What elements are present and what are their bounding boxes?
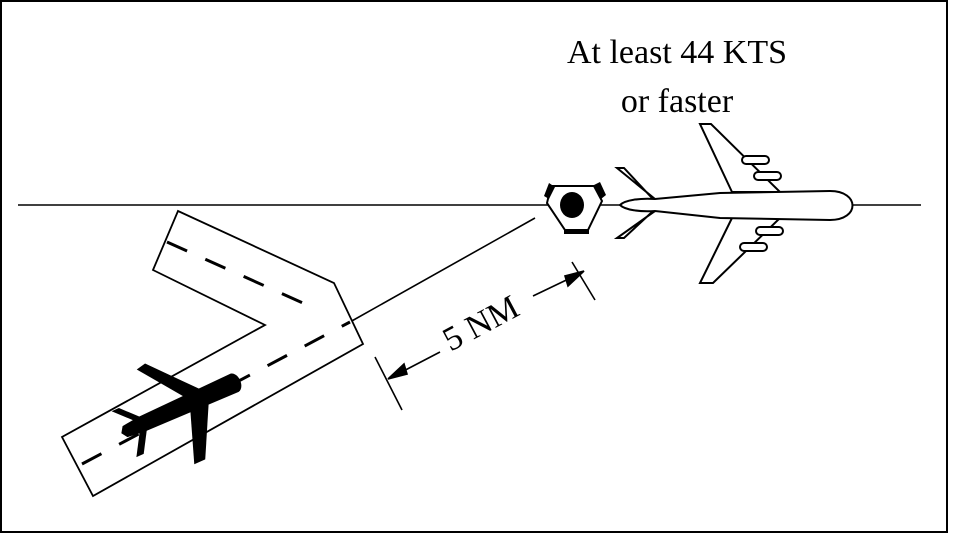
arrowhead-right-icon xyxy=(563,270,585,288)
vor-station-icon xyxy=(544,182,606,234)
speed-label-line1: At least 44 KTS xyxy=(567,34,787,71)
distance-dimension xyxy=(374,261,596,411)
taxiway-centerline xyxy=(166,240,306,306)
extension-line-end xyxy=(571,261,596,301)
speed-label-line2: or faster xyxy=(621,83,734,120)
runway-centerline xyxy=(81,320,351,466)
departing-aircraft-icon xyxy=(111,363,242,465)
arrowhead-left-icon xyxy=(387,362,409,380)
overflying-aircraft-icon xyxy=(613,123,854,284)
extension-line-start xyxy=(374,356,403,411)
departure-track-line xyxy=(349,217,536,323)
